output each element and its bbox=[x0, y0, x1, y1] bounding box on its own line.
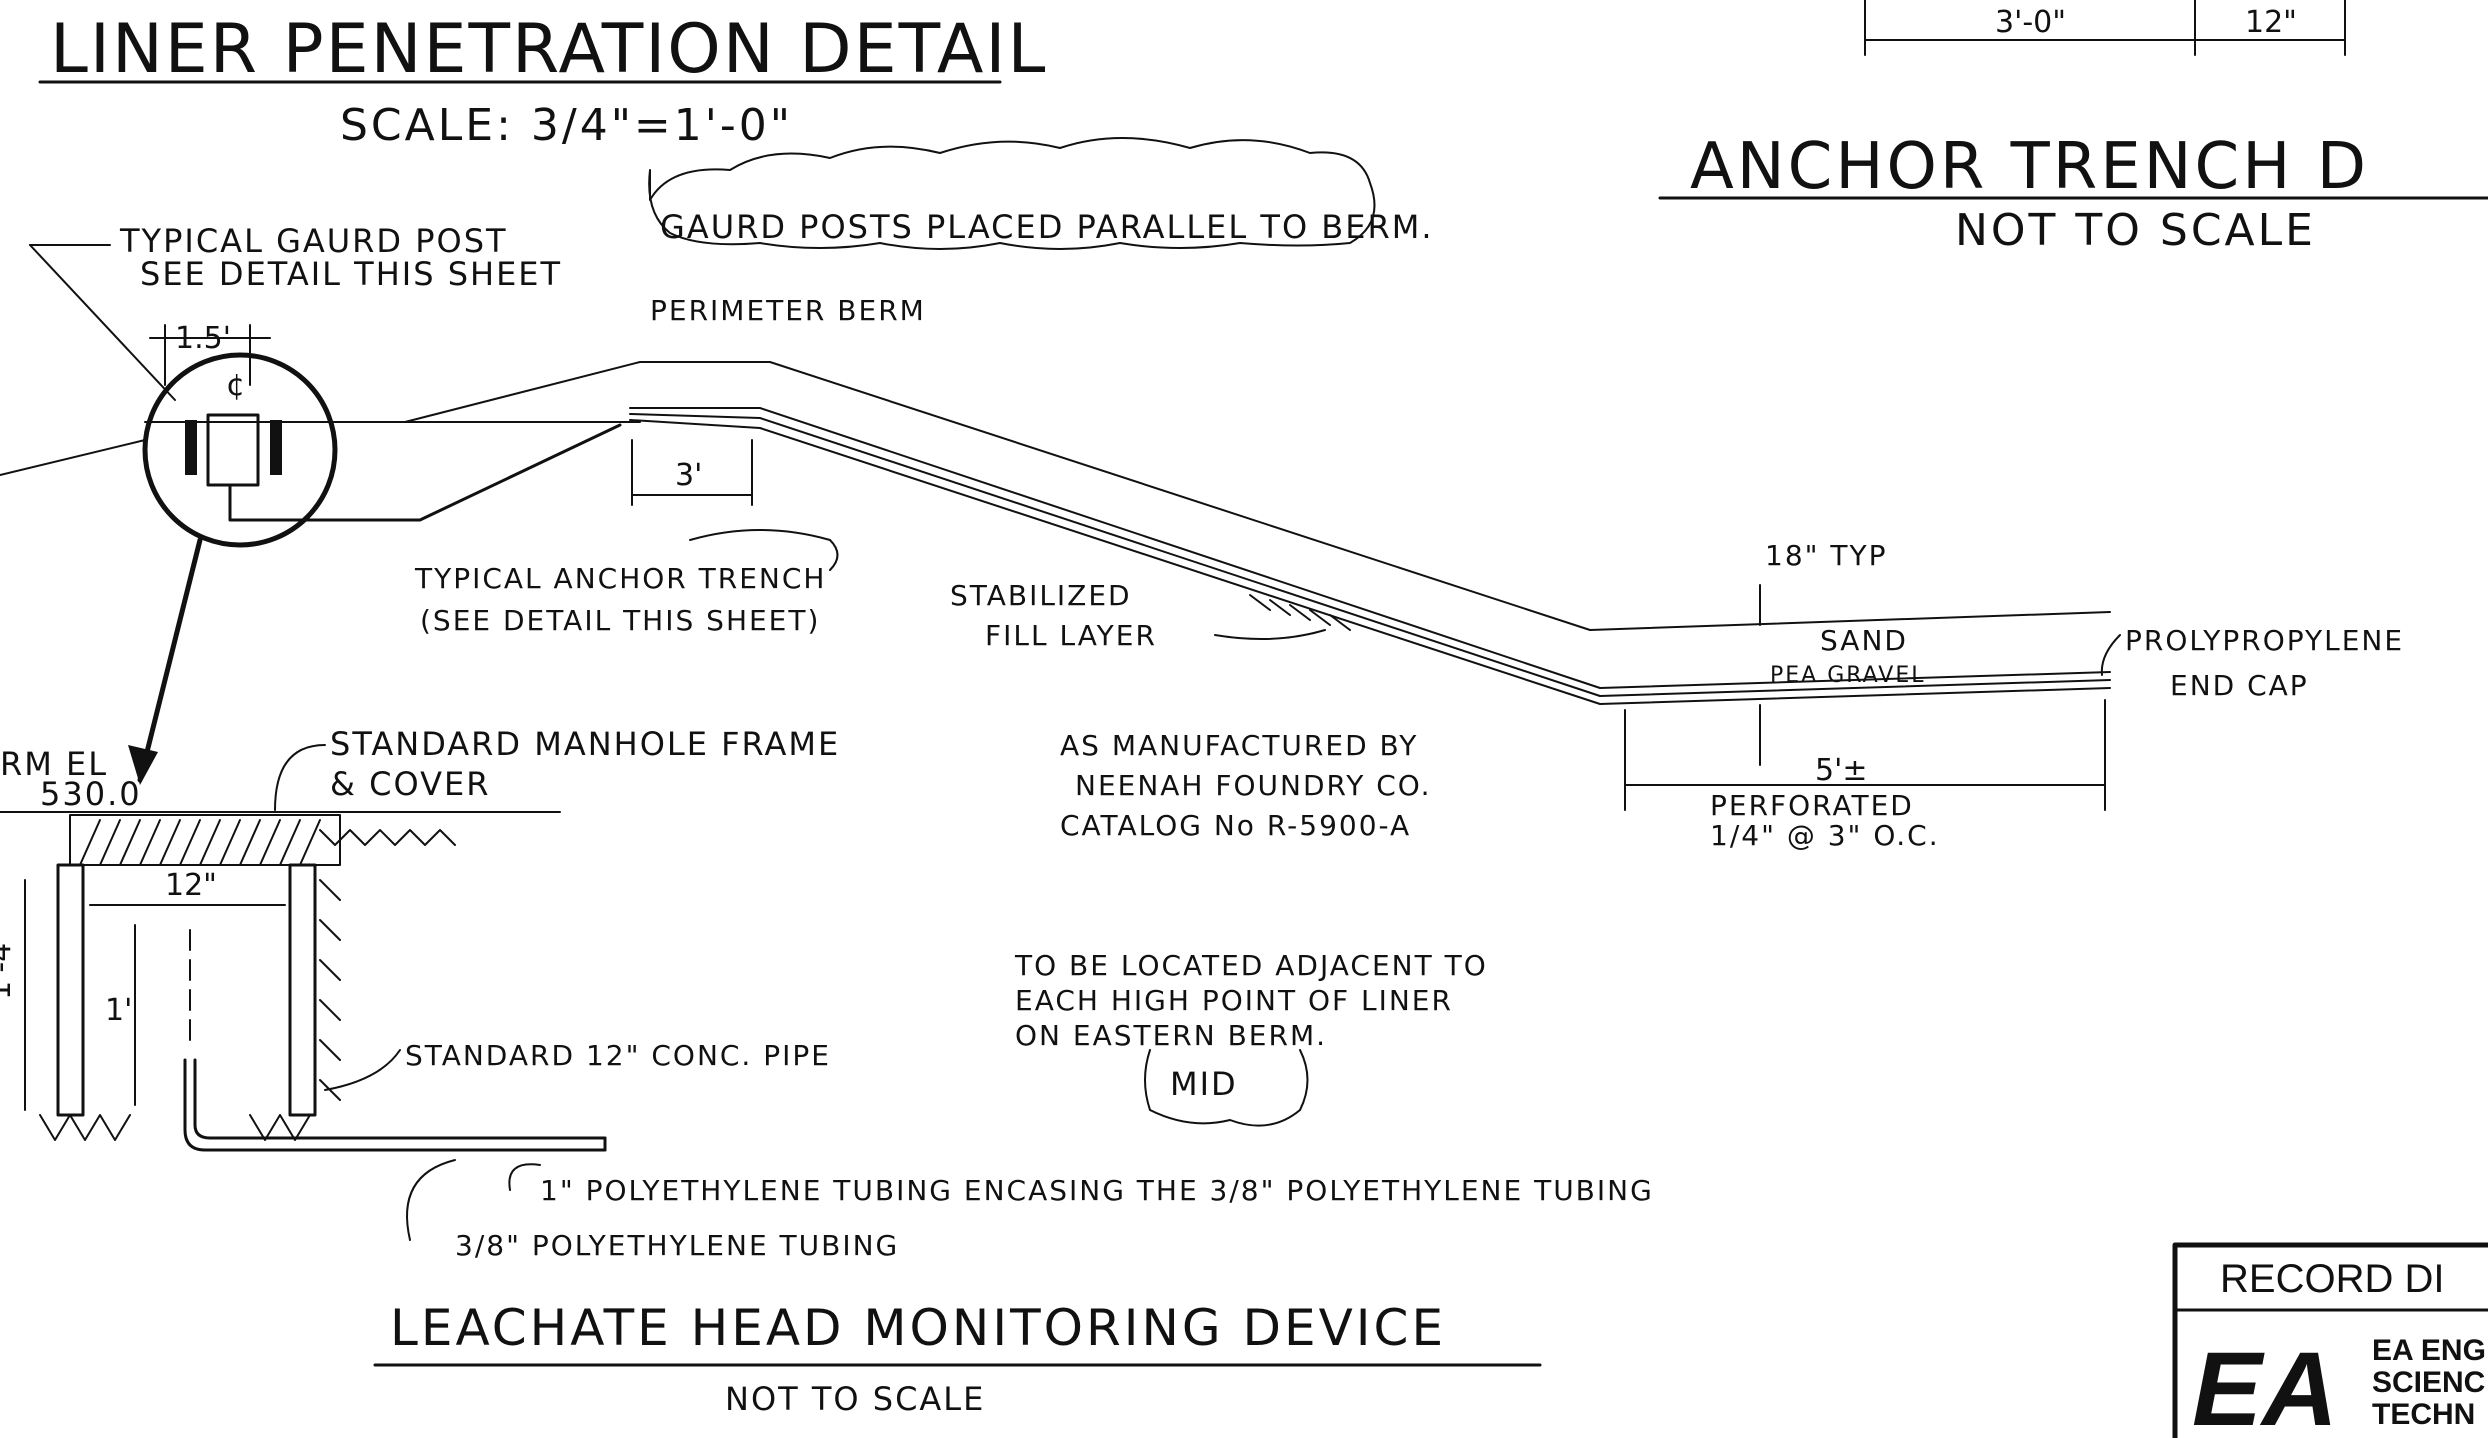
ea-logo: EA bbox=[2192, 1331, 2338, 1438]
cover-hatch bbox=[79, 819, 321, 866]
anchor-trench-title: ANCHOR TRENCH D bbox=[1690, 130, 2369, 204]
manhole-leader bbox=[274, 744, 326, 811]
manhole-note-1: STANDARD MANHOLE FRAME bbox=[330, 725, 840, 763]
endcap-label-1: PROLYPROPYLENE bbox=[2125, 624, 2404, 657]
mfr-note-1: AS MANUFACTURED BY bbox=[1060, 729, 1418, 762]
leachate-scale: NOT TO SCALE bbox=[725, 1380, 985, 1418]
cloud-callout bbox=[648, 137, 1376, 250]
perf-label-1: PERFORATED bbox=[1710, 789, 1914, 822]
guard-post-note-2: SEE DETAIL THIS SHEET bbox=[140, 255, 562, 293]
anchor-note-2: (SEE DETAIL THIS SHEET) bbox=[420, 604, 820, 637]
liner-profile-1 bbox=[629, 407, 2111, 689]
endcap-label-2: END CAP bbox=[2170, 669, 2309, 702]
anchor-trench-detail: 3'-0" 12" ANCHOR TRENCH D NOT TO SCALE bbox=[1658, 0, 2488, 256]
fill-hatch bbox=[1249, 594, 1351, 631]
pipe-wall-left bbox=[56, 863, 85, 1117]
tubing-outer bbox=[193, 1058, 607, 1140]
locate-note-3: ON EASTERN BERM. bbox=[1015, 1019, 1327, 1052]
sand-label: SAND bbox=[1820, 624, 1908, 657]
fill-note-2: FILL LAYER bbox=[985, 619, 1157, 652]
soil-hatch-right bbox=[319, 879, 341, 1101]
mid-label: MID bbox=[1170, 1065, 1238, 1103]
dim-post-label: 1.5' bbox=[175, 321, 231, 356]
gravel-label: PEA GRAVEL bbox=[1770, 663, 1926, 688]
detail-pointer-head bbox=[128, 745, 158, 785]
soil-hatch-top bbox=[319, 829, 456, 846]
liner-penetration-detail: LINER PENETRATION DETAIL SCALE: 3/4"=1'-… bbox=[0, 10, 2404, 852]
liner-detail-scale: SCALE: 3/4"=1'-0" bbox=[340, 100, 793, 151]
guard-post-right bbox=[270, 420, 282, 475]
anchor-dim-b: 12" bbox=[2245, 5, 2297, 40]
tubing-note-1: 1" POLYETHYLENE TUBING ENCASING THE 3/8"… bbox=[540, 1174, 1654, 1207]
berm-el-2: 530.0 bbox=[40, 775, 142, 813]
cloud-note-text: GAURD POSTS PLACED PARALLEL TO BERM. bbox=[660, 208, 1433, 246]
leachate-device-detail: RM EL 530.0 12" 1'-4" 1' STANDARD MANHOL… bbox=[0, 537, 1654, 1418]
dim-inner-label: 1' bbox=[105, 993, 132, 1028]
record-label: RECORD DI bbox=[2220, 1257, 2444, 1301]
dim-cover-label: 18" TYP bbox=[1765, 539, 1888, 572]
berm-top-profile bbox=[404, 361, 2111, 631]
anchor-leader bbox=[689, 529, 839, 571]
anchor-trench-scale: NOT TO SCALE bbox=[1955, 205, 2316, 256]
company-line-1: EA ENG bbox=[2372, 1334, 2486, 1367]
company-line-2: SCIENC bbox=[2372, 1366, 2485, 1399]
locate-note-2: EACH HIGH POINT OF LINER bbox=[1015, 984, 1453, 1017]
guard-post-note-1: TYPICAL GAURD POST bbox=[119, 222, 508, 260]
tubing bbox=[183, 1058, 607, 1152]
detail-pointer bbox=[137, 537, 203, 783]
tubing-leader-2 bbox=[406, 1159, 456, 1241]
guard-post-leader-diag bbox=[29, 244, 176, 401]
pipe-note: STANDARD 12" CONC. PIPE bbox=[405, 1039, 831, 1072]
endcap-leader bbox=[2100, 634, 2121, 676]
manhole-note-2: & COVER bbox=[330, 765, 490, 803]
mfr-note-3: CATALOG No R-5900-A bbox=[1060, 809, 1411, 842]
dim-height-label: 1'-4" bbox=[0, 929, 18, 1000]
soil-hatch-bottom bbox=[39, 1114, 311, 1141]
title-block: RECORD DI EA EA ENG SCIENC TECHN bbox=[2172, 1242, 2488, 1438]
liner-detail-title: LINER PENETRATION DETAIL bbox=[50, 10, 1047, 89]
detail-circle bbox=[142, 352, 338, 548]
guard-post-left bbox=[185, 420, 197, 475]
leachate-title: LEACHATE HEAD MONITORING DEVICE bbox=[390, 1299, 1446, 1357]
guard-post-box bbox=[206, 413, 260, 487]
pipe-wall-right bbox=[288, 863, 317, 1117]
perf-label-2: 1/4" @ 3" O.C. bbox=[1710, 819, 1940, 852]
title-block-frame bbox=[2172, 1242, 2488, 1438]
liner-profile-2 bbox=[629, 413, 2111, 697]
berm-el-1: RM EL bbox=[0, 745, 108, 783]
liner-profile-3 bbox=[629, 419, 2111, 705]
fill-note-1: STABILIZED bbox=[950, 579, 1132, 612]
mfr-note-2: NEENAH FOUNDRY CO. bbox=[1075, 769, 1432, 802]
tubing-note-2: 3/8" POLYETHYLENE TUBING bbox=[455, 1229, 899, 1262]
pipe-leader bbox=[324, 1049, 401, 1091]
dim-trench-label: 3' bbox=[675, 458, 702, 493]
anchor-dim-a: 3'-0" bbox=[1995, 5, 2066, 40]
dim-width-label: 12" bbox=[165, 868, 217, 903]
fill-leader bbox=[1214, 629, 1326, 640]
ground-line-left bbox=[0, 439, 146, 476]
company-line-3: TECHN bbox=[2372, 1398, 2475, 1431]
perimeter-berm-label: PERIMETER BERM bbox=[650, 294, 926, 327]
locate-note-1: TO BE LOCATED ADJACENT TO bbox=[1014, 949, 1488, 982]
dim-pipe-label: 5'± bbox=[1815, 753, 1867, 788]
anchor-note-1: TYPICAL ANCHOR TRENCH bbox=[414, 562, 826, 595]
mid-cloud bbox=[1144, 1049, 1309, 1127]
tubing-leader-1 bbox=[508, 1163, 541, 1191]
centerline-symbol: ¢ bbox=[226, 368, 245, 403]
guard-post-outline bbox=[228, 423, 622, 522]
